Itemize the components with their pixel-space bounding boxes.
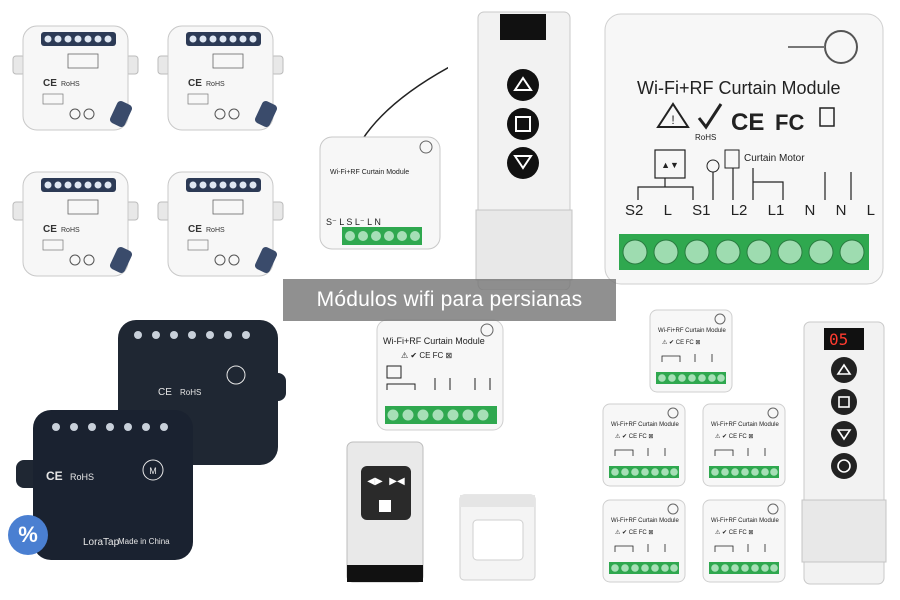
svg-text:RoHS: RoHS (70, 472, 94, 482)
keyfob-remote: ◀▶ ▶◀ (345, 440, 425, 588)
display-remote: 05 (800, 320, 888, 590)
svg-text:RoHS: RoHS (695, 133, 716, 142)
svg-text:◀▶: ◀▶ (367, 476, 383, 487)
terminal-label: L1 (767, 202, 785, 219)
terminal-label: N (835, 202, 847, 219)
white-module-group: CE RoHS (8, 20, 298, 280)
svg-text:!: ! (671, 113, 674, 127)
large-module-title: Wi-Fi+RF Curtain Module (637, 78, 841, 98)
small-module-grid: Wi-Fi+RF Curtain Module ⚠ ✔ CE FC ⊠ (600, 308, 795, 588)
made-in-label: Made in China (118, 537, 170, 546)
terminal-label: N (804, 202, 816, 219)
svg-text:M: M (149, 466, 157, 476)
svg-text:CE: CE (46, 469, 63, 483)
mounting-bracket (455, 490, 540, 585)
terminal-label: L (663, 202, 672, 219)
remote-tall (474, 10, 574, 290)
medium-curtain-module: ⚠ ✔ CE FC ⊠ Wi-Fi+RF Curtain Module (375, 318, 505, 433)
svg-text:⚠ ✔ CE FC ⊠: ⚠ ✔ CE FC ⊠ (401, 351, 452, 360)
terminal-label: S2 (625, 202, 644, 219)
caption-overlay: Módulos wifi para persianas (283, 279, 616, 321)
svg-text:▲▼: ▲▼ (661, 160, 679, 170)
terminal-label: S1 (692, 202, 711, 219)
medium-module-title: Wi-Fi+RF Curtain Module (383, 336, 485, 346)
antenna-module: S⁻ L S L⁻ L N Wi-Fi+RF Curtain Module (318, 65, 448, 255)
remote-display-readout: 05 (829, 330, 849, 349)
black-module-group: CE RoHS CE RoHS M % LoraTap Made in Chin… (8, 315, 298, 595)
large-curtain-module: ! RoHS CE FC ▲▼ Wi-Fi+RF Curtain Module … (603, 12, 885, 287)
large-module-motor-label: Curtain Motor (744, 153, 805, 164)
terminal-label: L2 (730, 202, 748, 219)
svg-text:▶◀: ▶◀ (389, 476, 405, 487)
svg-text:RoHS: RoHS (180, 388, 201, 397)
svg-text:S⁻ L S L⁻ L N: S⁻ L S L⁻ L N (326, 217, 381, 227)
svg-text:CE: CE (731, 109, 764, 136)
antenna-module-title: Wi-Fi+RF Curtain Module (330, 169, 410, 176)
terminal-label: L (866, 202, 875, 219)
svg-text:CE: CE (158, 387, 172, 398)
brand-label: LoraTap (83, 537, 120, 548)
svg-text:FC: FC (775, 110, 804, 135)
large-module-terminals: S2 L S1 L2 L1 N N L (625, 202, 875, 219)
svg-text:%: % (18, 522, 38, 547)
